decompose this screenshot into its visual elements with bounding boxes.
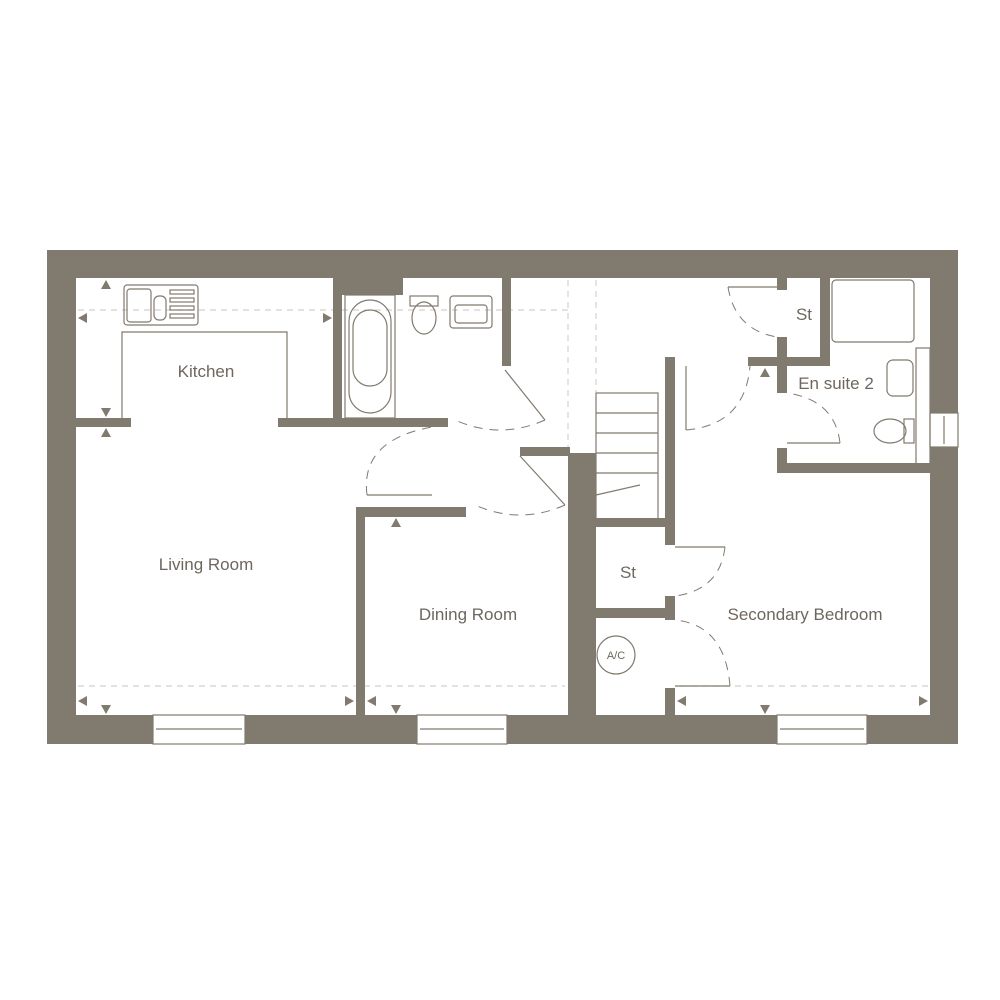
doors bbox=[365, 286, 841, 687]
basin-icon bbox=[449, 295, 493, 329]
dimension-arrows bbox=[78, 280, 928, 714]
staircase bbox=[595, 392, 659, 521]
room-label-kitchen: Kitchen bbox=[178, 362, 235, 381]
kitchen-sink-icon bbox=[123, 284, 199, 326]
airing-cupboard-icon bbox=[596, 635, 636, 675]
shower-screen bbox=[915, 347, 931, 466]
fixtures bbox=[121, 279, 931, 675]
kitchen-worktop bbox=[121, 331, 288, 418]
room-label-en-suite: En suite 2 bbox=[798, 374, 874, 393]
room-label-store-upper: St bbox=[796, 305, 812, 324]
ensuite-toilet-icon bbox=[873, 418, 907, 444]
toilet-icon bbox=[411, 301, 437, 335]
label-airing-cupboard: A/C bbox=[607, 650, 625, 662]
interior-walls bbox=[76, 278, 930, 715]
room-label-dining-room: Dining Room bbox=[419, 605, 517, 624]
dimension-guides bbox=[78, 280, 928, 687]
ensuite-basin-icon bbox=[886, 359, 914, 397]
room-label-store-lower: St bbox=[620, 563, 636, 582]
windows bbox=[152, 412, 959, 745]
shower-tray-icon bbox=[831, 279, 915, 343]
room-label-living-room: Living Room bbox=[159, 555, 254, 574]
room-label-secondary-bedroom: Secondary Bedroom bbox=[728, 605, 883, 624]
bath-icon bbox=[344, 294, 396, 419]
